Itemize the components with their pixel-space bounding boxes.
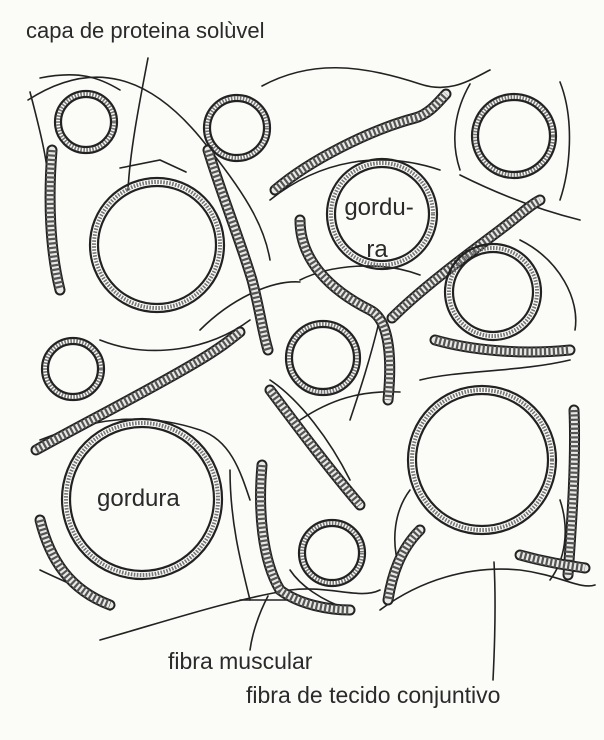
fat-label-small: gordu- [334,196,424,220]
muscle-fiber [261,465,350,610]
connective-fiber [270,380,350,480]
muscle-fiber [50,150,60,290]
fat-globule [299,520,365,586]
soluble-protein-layer-label: capa de proteina solùvel [26,20,265,42]
fat-globule [90,178,224,312]
fat-label-small-line1: gordu- [344,194,413,221]
connective-fiber [420,360,570,380]
fat-label-small-line2: ra [366,236,387,263]
leader-line-muscle-fiber [250,596,268,650]
muscle-fiber [520,555,585,568]
connective-fiber [560,82,569,200]
fat-globule [55,91,117,153]
connective-fiber [520,240,576,330]
fat-globule [408,386,556,534]
muscle-fiber [270,390,360,505]
leader-line-connective-fiber [493,562,495,680]
fat-label-small-2: ra [352,238,402,262]
connective-fiber [350,318,380,420]
fat-globule [445,244,541,340]
muscle-fiber-label: fibra muscular [168,650,312,673]
muscle-fiber [40,520,110,605]
fat-label-large: gordura [97,487,180,511]
muscle-fiber [568,410,575,575]
connective-fiber [128,58,148,190]
fat-globule [42,338,104,400]
fat-globule [472,94,556,178]
muscle-fiber [435,340,570,352]
fat-globule [286,321,360,395]
connective-fiber [262,68,490,88]
connective-fiber-label: fibra de tecido conjuntivo [246,684,500,707]
fat-globule [204,95,270,161]
connective-fiber [455,84,470,170]
muscle-fiber [208,150,268,350]
